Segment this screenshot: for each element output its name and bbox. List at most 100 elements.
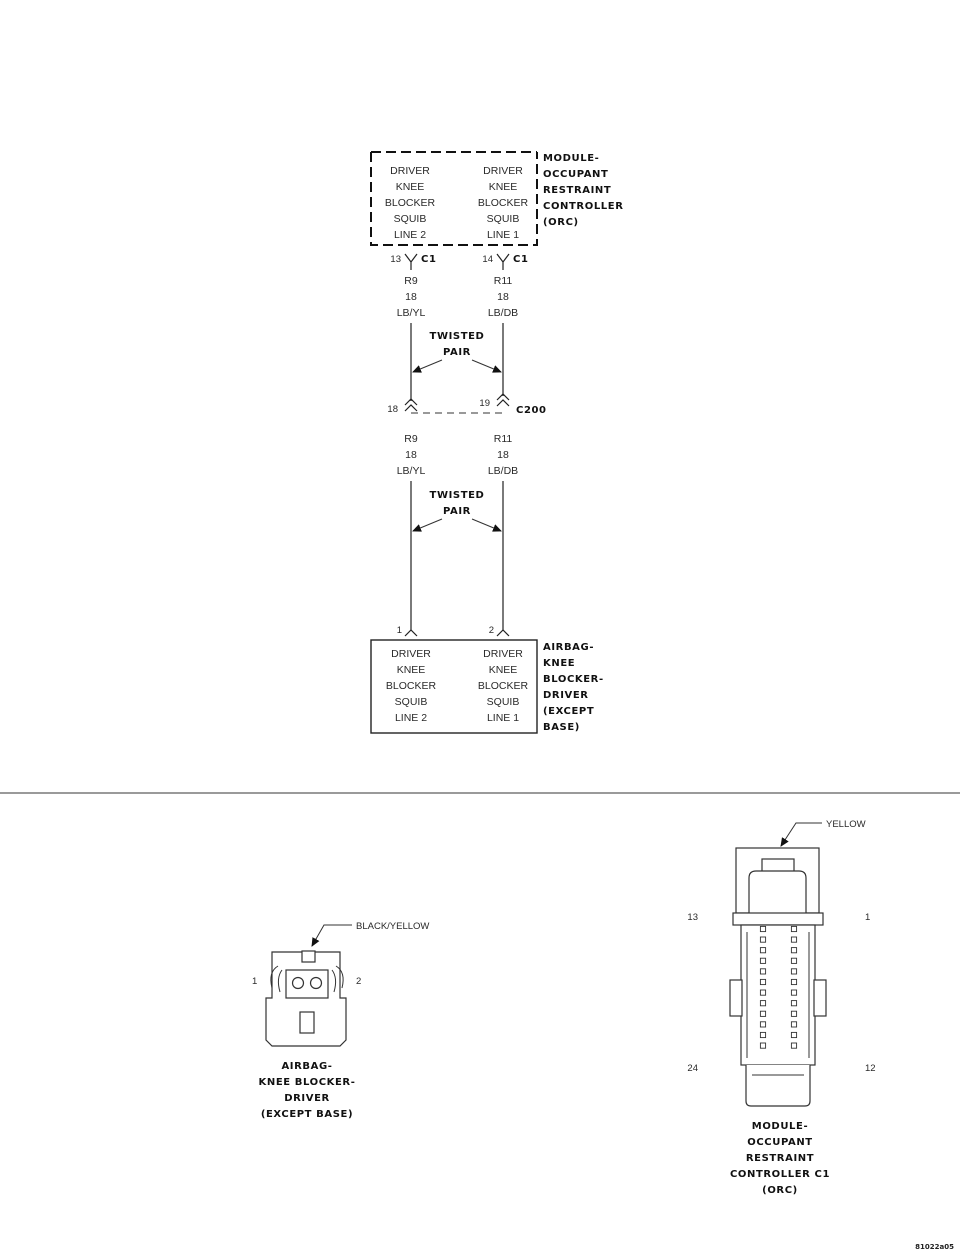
orc-cavity: [790, 978, 798, 986]
airbag-label-5: BASE): [543, 722, 580, 733]
airbag-connector-pin-right: 2: [356, 976, 361, 987]
orc-pin-top-left: 13: [687, 912, 698, 923]
orc-left-line-4: LINE 2: [394, 229, 426, 241]
orc-pin-top-right: 1: [865, 912, 870, 923]
airbag-right-pin-symbol: [496, 629, 510, 637]
airbag-right-line-3: SQUIB: [487, 696, 520, 708]
airbag-caption-0: AIRBAG-: [281, 1061, 332, 1072]
airbag-label-1: KNEE: [543, 658, 575, 669]
airbag-caption-3: (EXCEPT BASE): [261, 1109, 353, 1120]
twisted-lower-1: PAIR: [443, 506, 471, 517]
airbag-label-4: (EXCEPT: [543, 706, 594, 717]
orc-left-line-1: KNEE: [396, 181, 425, 193]
orc-label-4: (ORC): [543, 217, 579, 228]
orc-left-line-2: BLOCKER: [385, 197, 436, 209]
orc-cavity: [790, 957, 798, 964]
orc-connector-view: YELLOW 13 1 24 12 MODULE- OCCUPANT RESTR…: [687, 819, 875, 1196]
airbag-connector-view: BLACK/YELLOW 1 2 AIRBAG- KNEE BLOCKER- D…: [252, 921, 429, 1120]
orc-caption-0: MODULE-: [752, 1121, 808, 1132]
orc-cavity: [759, 1010, 767, 1017]
c1-left-pin: 13: [390, 254, 401, 265]
orc-label-1: OCCUPANT: [543, 169, 608, 180]
upper-wire-labels: R9 18 LB/YL R11 18 LB/DB: [397, 275, 518, 319]
orc-cavity: [790, 936, 798, 943]
orc-connector-left-latch: [729, 979, 743, 1017]
airbag-pin-2-cavity: [309, 976, 323, 990]
airbag-module-left-circuit: DRIVER KNEE BLOCKER SQUIB LINE 2: [386, 648, 437, 724]
orc-connector-bottom-shroud: [745, 1065, 811, 1107]
airbag-left-line-4: LINE 2: [395, 712, 427, 724]
orc-connector-shroud: [748, 870, 807, 913]
orc-cavity: [759, 978, 767, 986]
orc-cavity: [790, 1031, 798, 1039]
orc-module-label: MODULE- OCCUPANT RESTRAINT CONTROLLER (O…: [543, 153, 623, 228]
airbag-left-line-2: BLOCKER: [386, 680, 437, 692]
twisted-upper-arrow-right: [471, 359, 502, 373]
orc-right-line-3: SQUIB: [487, 213, 520, 225]
orc-right-line-2: BLOCKER: [478, 197, 529, 209]
lower-left-circuit: R9: [404, 433, 418, 445]
airbag-module-right-circuit: DRIVER KNEE BLOCKER SQUIB LINE 1: [478, 648, 529, 724]
orc-module-right-circuit: DRIVER KNEE BLOCKER SQUIB LINE 1: [478, 165, 529, 241]
orc-cavity: [790, 925, 798, 933]
c1-left-name: C1: [421, 254, 437, 265]
lower-wire-labels: R9 18 LB/YL R11 18 LB/DB: [397, 433, 518, 477]
c1-right-pin-symbol: [496, 253, 510, 270]
airbag-connector-key: [301, 950, 316, 963]
c1-left-pin-symbol: [404, 253, 418, 270]
orc-connector-top-flange: [732, 912, 824, 926]
connector-c1: 13 C1 14 C1: [390, 253, 528, 270]
orc-cavity: [759, 936, 767, 943]
orc-pin-bottom-left: 24: [687, 1063, 698, 1074]
orc-caption-1: OCCUPANT: [747, 1137, 812, 1148]
c200-right-pin-symbol: [496, 393, 510, 407]
orc-connector-body: [740, 924, 816, 1066]
airbag-right-line-0: DRIVER: [483, 648, 523, 660]
lower-left-gauge: 18: [405, 449, 417, 461]
airbag-connector-latches: [270, 965, 344, 989]
orc-cavity: [790, 968, 798, 975]
orc-cavity: [759, 1031, 767, 1039]
airbag-pins: 1 2: [397, 625, 510, 637]
orc-right-line-0: DRIVER: [483, 165, 523, 177]
orc-label-2: RESTRAINT: [543, 185, 611, 196]
orc-cavity: [759, 1042, 767, 1049]
airbag-caption-1: KNEE BLOCKER-: [259, 1077, 356, 1088]
airbag-right-line-4: LINE 1: [487, 712, 519, 724]
orc-connector-color: YELLOW: [826, 819, 866, 830]
orc-left-line-0: DRIVER: [390, 165, 430, 177]
lower-right-gauge: 18: [497, 449, 509, 461]
orc-right-line-4: LINE 1: [487, 229, 519, 241]
orc-caption-2: RESTRAINT: [746, 1153, 814, 1164]
lower-right-color: LB/DB: [488, 465, 518, 477]
airbag-left-pin: 1: [397, 625, 402, 636]
orc-cavity: [759, 947, 767, 954]
airbag-connector-color: BLACK/YELLOW: [356, 921, 429, 932]
orc-module-left-circuit: DRIVER KNEE BLOCKER SQUIB LINE 2: [385, 165, 436, 241]
orc-caption-3: CONTROLLER C1: [730, 1169, 830, 1180]
airbag-caption-2: DRIVER: [284, 1093, 330, 1104]
c200-left-pin: 18: [387, 404, 398, 415]
orc-cavity: [790, 1021, 798, 1028]
twisted-pair-upper: TWISTED PAIR: [412, 331, 502, 373]
airbag-right-line-1: KNEE: [489, 664, 518, 676]
upper-left-circuit: R9: [404, 275, 418, 287]
twisted-upper-1: PAIR: [443, 347, 471, 358]
orc-cavity: [759, 925, 767, 933]
orc-module-box: [370, 151, 538, 246]
upper-right-circuit: R11: [494, 275, 513, 287]
orc-pin-bottom-right: 12: [865, 1063, 876, 1074]
airbag-module-label: AIRBAG- KNEE BLOCKER- DRIVER (EXCEPT BAS…: [543, 642, 603, 733]
airbag-connector-pin-left: 1: [252, 976, 257, 987]
upper-left-gauge: 18: [405, 291, 417, 303]
orc-cavity: [759, 1021, 767, 1028]
airbag-connector-lock-tab: [299, 1011, 315, 1034]
orc-cavity: [790, 1042, 798, 1049]
twisted-lower-arrow-left: [412, 518, 443, 532]
orc-cavity: [759, 968, 767, 975]
airbag-right-pin: 2: [489, 625, 494, 636]
orc-cavity: [759, 1000, 767, 1007]
twisted-lower-0: TWISTED: [430, 490, 485, 501]
airbag-left-line-0: DRIVER: [391, 648, 431, 660]
